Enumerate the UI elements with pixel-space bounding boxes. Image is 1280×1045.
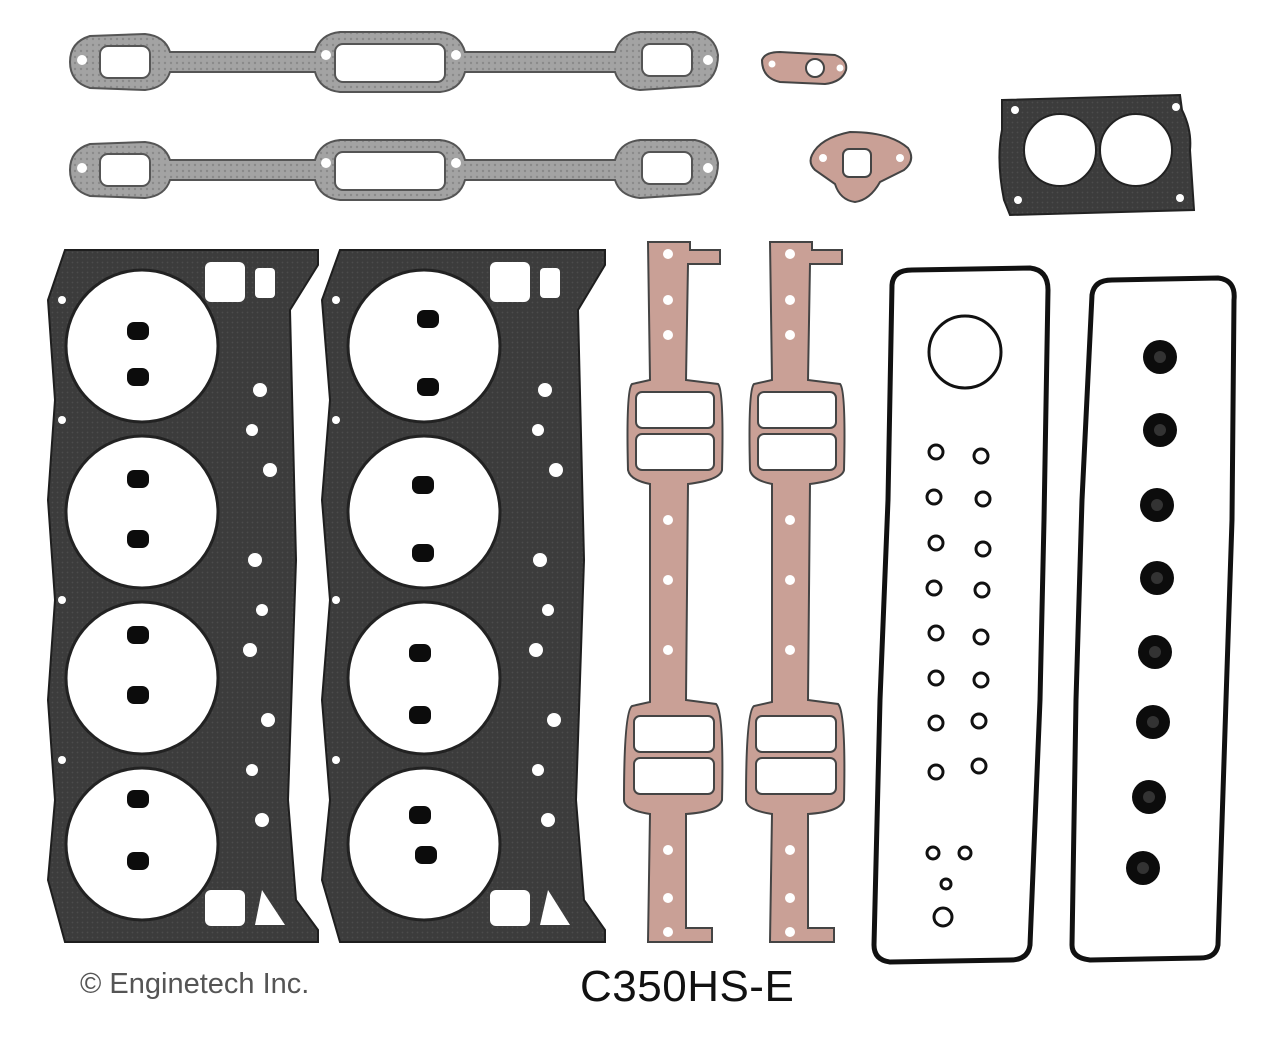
cylinder-head-gasket-left xyxy=(46,249,319,943)
egr-valve-gasket xyxy=(809,130,913,204)
intake-manifold-gasket-left xyxy=(622,241,724,943)
part-number: C350HS-E xyxy=(580,962,795,1011)
valve-cover-gasket-seals xyxy=(1069,275,1237,963)
valve-stem-seals-left xyxy=(127,322,149,870)
valve-cover-gasket-orings xyxy=(871,265,1051,965)
copyright-text: © Enginetech Inc. xyxy=(80,968,310,1000)
cylinder-head-gasket-right xyxy=(320,249,606,943)
throttle-body-gasket xyxy=(998,93,1196,217)
exhaust-manifold-gasket-top xyxy=(68,31,720,93)
exhaust-manifold-gasket-bottom xyxy=(68,139,720,201)
valve-stem-seals-right xyxy=(409,310,439,864)
egr-gasket xyxy=(760,50,848,86)
intake-manifold-gasket-right xyxy=(744,241,846,943)
